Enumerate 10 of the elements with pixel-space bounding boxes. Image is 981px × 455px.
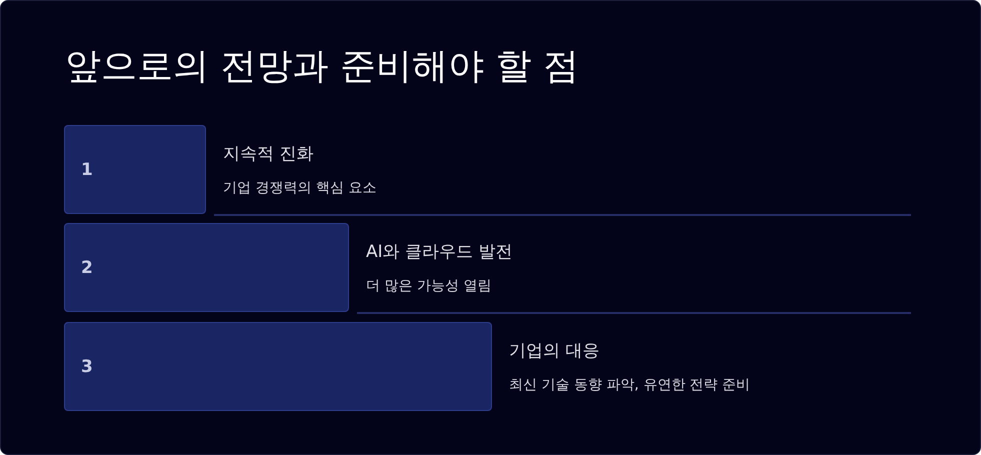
step-description: 최신 기술 동향 파악, 유연한 전략 준비 — [509, 376, 750, 395]
step-number: 2 — [81, 258, 93, 278]
step-number: 1 — [81, 160, 93, 180]
step-description: 기업 경쟁력의 핵심 요소 — [223, 179, 376, 198]
step-heading: AI와 클라우드 발전 — [366, 241, 512, 264]
step-heading: 기업의 대응 — [509, 340, 600, 363]
step-description: 더 많은 가능성 열림 — [366, 277, 492, 296]
slide-title: 앞으로의 전망과 준비해야 할 점 — [65, 45, 579, 89]
step-number: 3 — [81, 357, 93, 377]
step-heading: 지속적 진화 — [223, 143, 314, 166]
